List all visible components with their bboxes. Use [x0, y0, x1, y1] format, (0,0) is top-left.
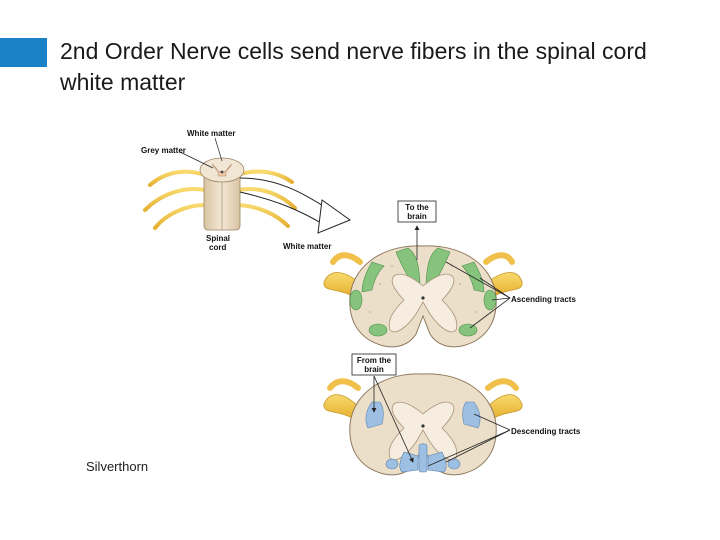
to-the-brain-box: To the brain — [397, 200, 437, 223]
label-white-matter-large: White matter — [283, 242, 331, 251]
to-brain-line1: To the — [405, 203, 429, 212]
descending-pointer-lines — [427, 413, 511, 467]
label-spinal-line1: Spinal — [206, 234, 230, 243]
descending-tracts-label: Descending tracts — [511, 427, 581, 436]
label-grey-matter: Grey matter — [141, 146, 186, 155]
from-the-brain-box: From the brain — [351, 353, 397, 376]
small-cord-nerve-roots — [143, 169, 297, 230]
label-spinal-line2: cord — [209, 243, 226, 252]
callout-arrow — [239, 177, 352, 234]
slide-title: 2nd Order Nerve cells send nerve fibers … — [60, 38, 647, 95]
ascending-tracts-label: Ascending tracts — [511, 295, 576, 304]
image-credit: Silverthorn — [86, 459, 149, 474]
to-brain-line2: brain — [407, 212, 427, 221]
descending-cross-section — [323, 373, 523, 476]
label-white-matter-small: White matter — [187, 129, 235, 138]
ascending-pointer-lines — [445, 261, 511, 329]
ascending-cross-section — [323, 245, 523, 348]
from-brain-line1: From the — [357, 356, 392, 365]
small-spinal-cord — [143, 157, 297, 231]
title-accent-bar — [0, 38, 47, 67]
from-brain-line2: brain — [364, 365, 384, 374]
